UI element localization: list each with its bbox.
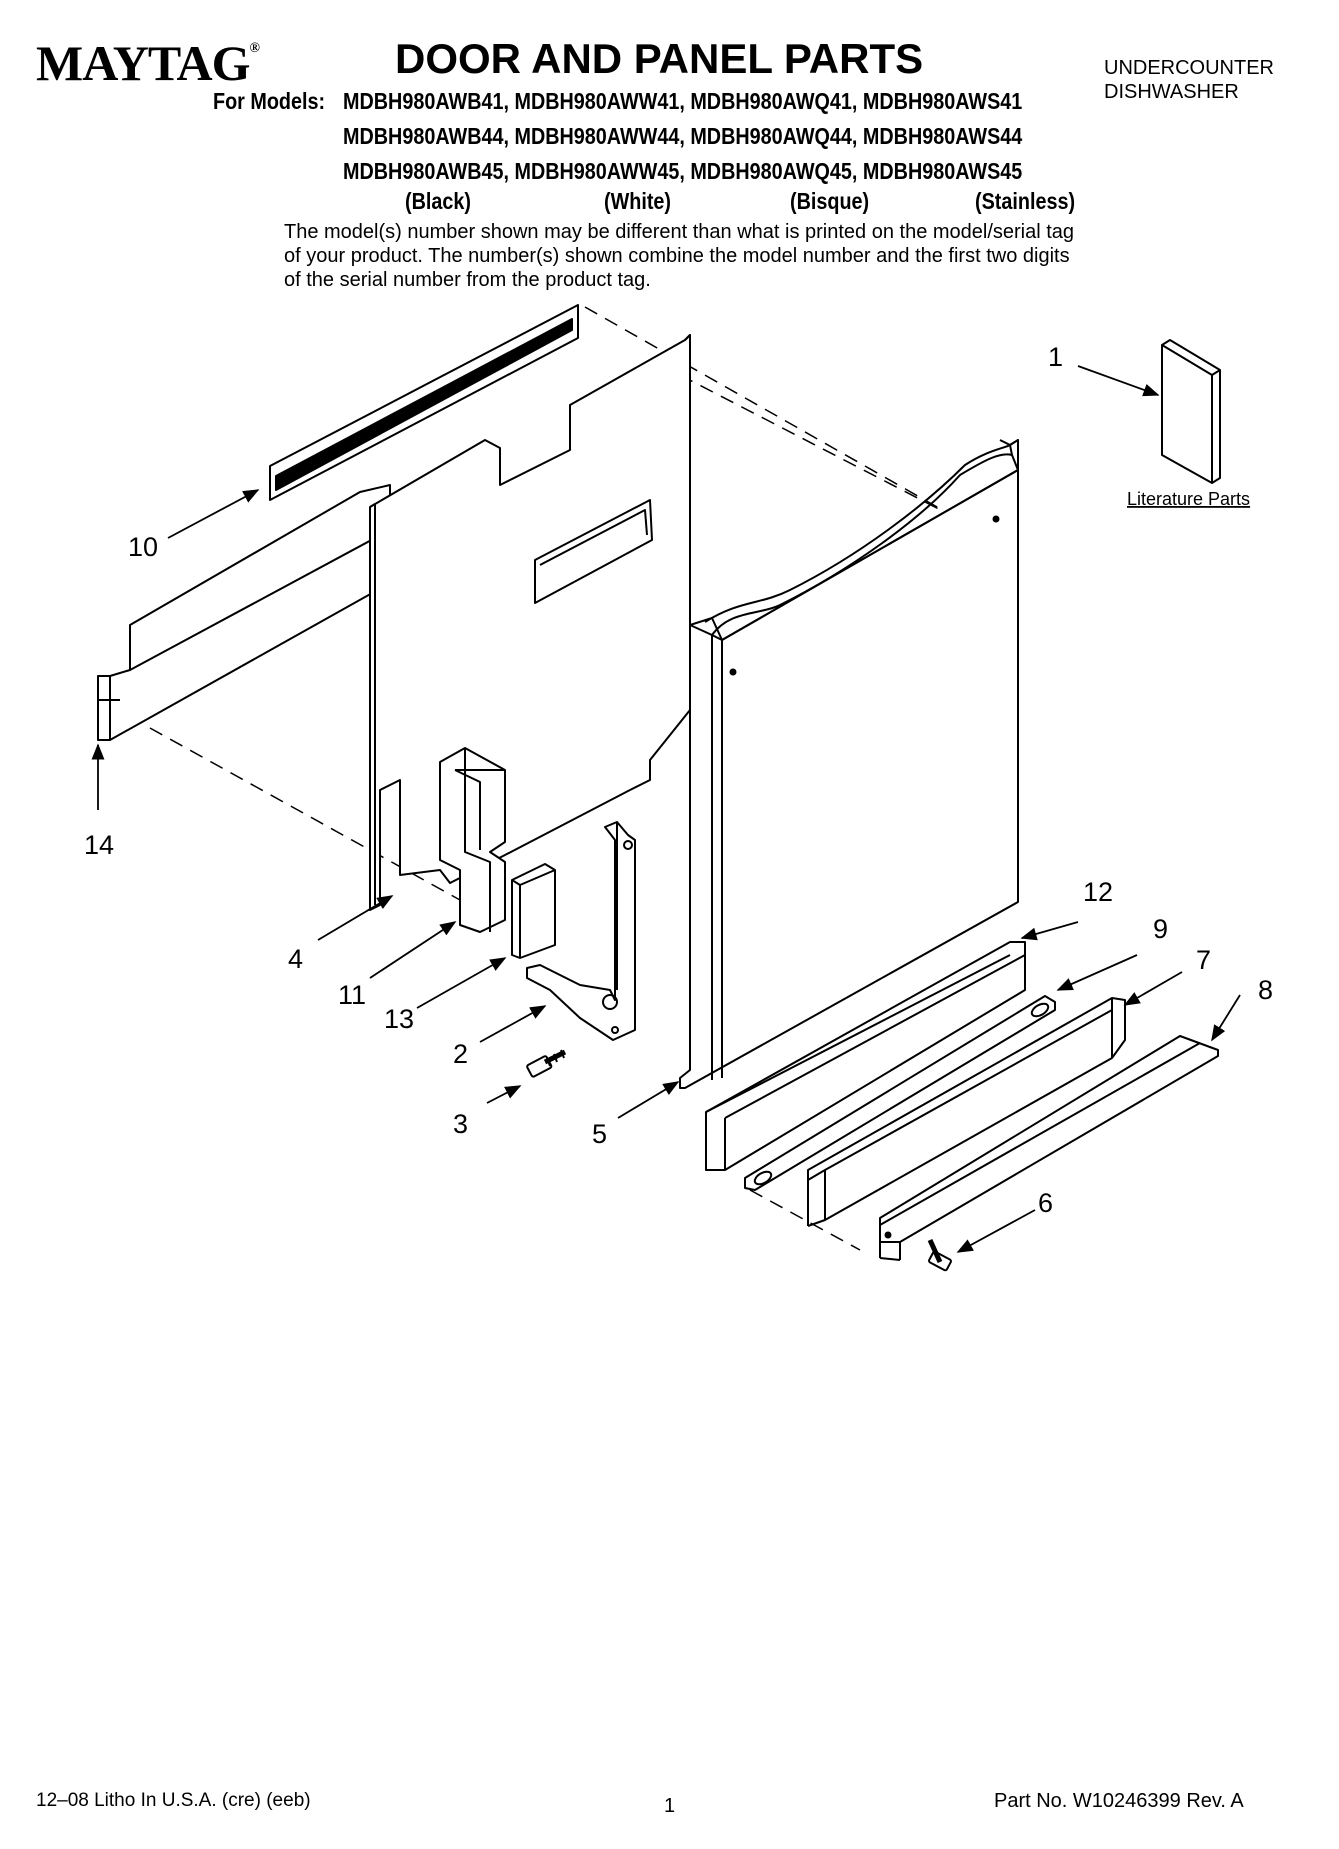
part-2-hinge-bracket	[526, 821, 636, 1041]
color-bisque: (Bisque)	[790, 188, 870, 214]
callout-5: 5	[592, 1119, 607, 1149]
color-black: (Black)	[405, 188, 471, 214]
leader-arrows	[91, 365, 1241, 1253]
callout-8: 8	[1258, 975, 1273, 1005]
part-13-pad	[511, 863, 556, 959]
brand-name: MAYTAG	[36, 35, 250, 91]
part-10-strip	[269, 304, 579, 501]
model-row-2: MDBH980AWB44, MDBH980AWW44, MDBH980AWQ44…	[343, 123, 1023, 149]
literature-parts-label: Literature Parts	[1127, 489, 1250, 509]
part-14-vent-panel	[97, 484, 391, 741]
part-9-gasket	[744, 995, 1056, 1191]
callout-14: 14	[84, 830, 114, 860]
part-8-kick-plate	[879, 1035, 1219, 1261]
alignment-lines	[149, 306, 961, 1251]
product-type: UNDERCOUNTER DISHWASHER	[1104, 56, 1274, 104]
callout-6: 6	[1038, 1188, 1053, 1218]
callout-9: 9	[1153, 914, 1168, 944]
color-white: (White)	[604, 188, 672, 214]
page-number: 1	[664, 1795, 676, 1817]
callout-12: 12	[1083, 877, 1113, 907]
registered-mark: ®	[249, 41, 260, 56]
model-row-3: MDBH980AWB45, MDBH980AWW45, MDBH980AWQ45…	[343, 158, 1023, 184]
model-row-1: MDBH980AWB41, MDBH980AWW41, MDBH980AWQ41…	[343, 88, 1023, 114]
part-7-kick-frame	[807, 997, 1126, 1227]
callout-2: 2	[453, 1039, 468, 1069]
part-12-toe-panel	[705, 941, 1026, 1171]
models-label: For Models:	[213, 88, 326, 114]
callout-labels: 1 2 3 4 5 6 7 8 9 10 11 12 13 14 Literat…	[84, 342, 1273, 1218]
part-number: Part No. W10246399 Rev. A	[994, 1790, 1244, 1812]
callout-4: 4	[288, 944, 303, 974]
brand-logo: MAYTAG®	[36, 35, 260, 91]
part-11-vent-duct	[439, 747, 506, 933]
page-title: DOOR AND PANEL PARTS	[395, 35, 924, 82]
product-type-line1: UNDERCOUNTER	[1104, 57, 1274, 79]
callout-3: 3	[453, 1109, 468, 1139]
callout-10: 10	[128, 532, 158, 562]
part-5-outer-door	[679, 439, 1019, 1089]
callout-11: 11	[338, 980, 366, 1010]
part-1-literature	[1161, 339, 1221, 484]
part-6-screw	[927, 1238, 952, 1272]
product-type-line2: DISHWASHER	[1104, 81, 1239, 103]
litho-info: 12–08 Litho In U.S.A. (cre) (eeb)	[36, 1790, 311, 1811]
callout-13: 13	[384, 1004, 414, 1034]
callout-1: 1	[1048, 342, 1063, 372]
color-stainless: (Stainless)	[975, 188, 1076, 214]
model-disclaimer: The model(s) number shown may be differe…	[284, 221, 1075, 291]
callout-7: 7	[1196, 945, 1211, 975]
part-3-screw	[526, 1049, 567, 1078]
